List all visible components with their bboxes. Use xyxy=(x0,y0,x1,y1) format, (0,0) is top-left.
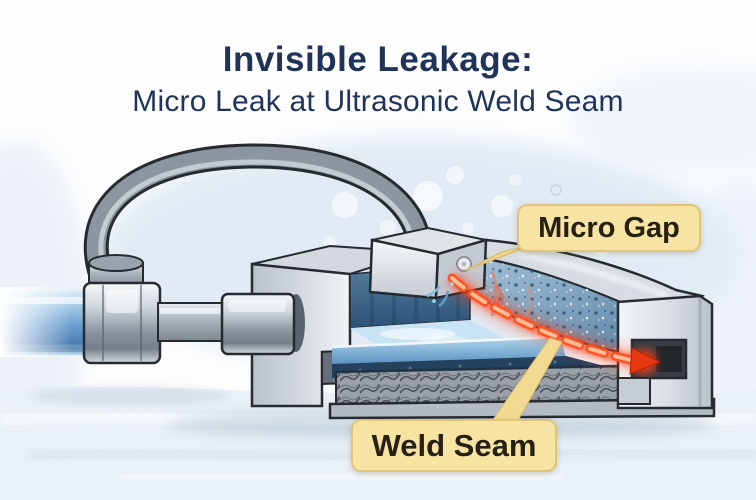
blue-inlet-pipe xyxy=(0,287,96,357)
title-line-1: Invisible Leakage: xyxy=(222,40,534,79)
water-front xyxy=(332,336,566,364)
micro-gap-droplets xyxy=(426,282,454,308)
metal-coupling xyxy=(82,281,162,365)
right-block-foot xyxy=(617,377,651,405)
weld-seam-label-text: Weld Seam xyxy=(371,427,537,463)
weld-seam-path xyxy=(444,269,662,375)
title-line-2: Micro Leak at Ultrasonic Weld Seam xyxy=(132,85,624,118)
figure-title: Invisible Leakage: Micro Leak at Ultraso… xyxy=(0,40,756,119)
curved-hose xyxy=(83,143,432,313)
micro-gap-label-text: Micro Gap xyxy=(538,211,680,244)
hose-fitting xyxy=(88,254,144,289)
micro-gap-label: Micro Gap xyxy=(517,204,701,252)
micro-gap-tail xyxy=(465,244,533,271)
seam-arrowhead xyxy=(629,347,662,375)
background-bubbles xyxy=(324,166,610,256)
pipe-shadow xyxy=(30,387,230,405)
callout-tails xyxy=(465,244,563,425)
inlet-connector xyxy=(157,292,296,356)
weld-seam-label: Weld Seam xyxy=(351,419,557,472)
